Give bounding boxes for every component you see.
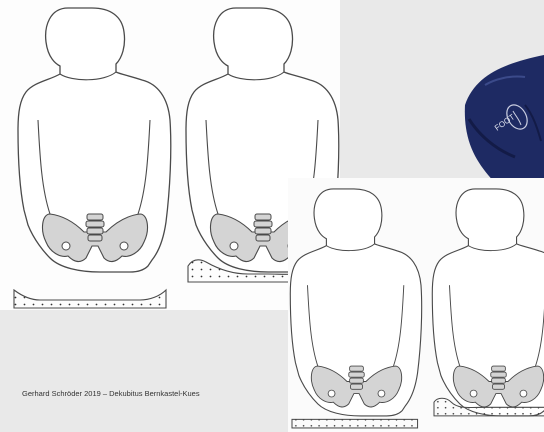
diagram-panel-right [288, 178, 544, 432]
cushion-photo: FOOT [455, 45, 544, 185]
figure-flat-cushion [14, 8, 171, 308]
credit-text: Gerhard Schröder 2019 – Dekubitus Bernka… [22, 389, 200, 398]
cushion-photo-svg: FOOT [455, 45, 544, 185]
right-figures-svg [288, 178, 544, 432]
thin-cushion-shape [292, 419, 418, 428]
figure-wedge-cushion [432, 189, 544, 416]
figure-thin-cushion [290, 189, 421, 428]
flat-cushion-shape [14, 290, 166, 308]
